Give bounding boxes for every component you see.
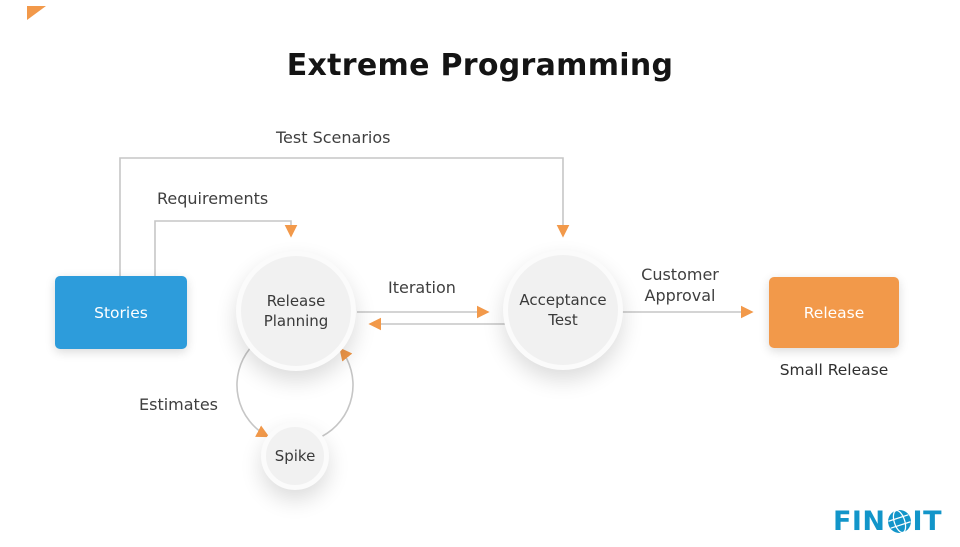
node-acceptance-test: Acceptance Test (503, 250, 623, 370)
edge-test-scenarios (119, 157, 570, 276)
edge-label-requirements: Requirements (157, 189, 269, 208)
page-title: Extreme Programming (286, 48, 674, 83)
node-stories-label: Stories (94, 303, 148, 322)
corner-accent-triangle (27, 6, 46, 20)
small-release-caption: Small Release (779, 361, 889, 379)
node-acceptance-test-label: Acceptance Test (519, 290, 607, 329)
logo-text-fin: FIN (832, 506, 886, 537)
edge-label-test-scenarios: Test Scenarios (276, 128, 391, 147)
node-release: Release (769, 277, 899, 348)
node-stories: Stories (55, 276, 187, 349)
node-spike-label: Spike (274, 446, 316, 465)
logo-text-it: IT (912, 506, 942, 537)
edge-label-iteration: Iteration (388, 278, 456, 297)
node-release-planning-label: Release Planning (263, 291, 329, 330)
finoit-logo: FIN IT (833, 506, 942, 537)
globe-icon (887, 509, 911, 534)
edge-label-estimates: Estimates (139, 395, 219, 414)
node-spike: Spike (261, 422, 329, 490)
node-release-label: Release (803, 303, 865, 322)
edge-label-customer-approval: Customer Approval (641, 265, 719, 305)
node-release-planning: Release Planning (236, 251, 356, 371)
